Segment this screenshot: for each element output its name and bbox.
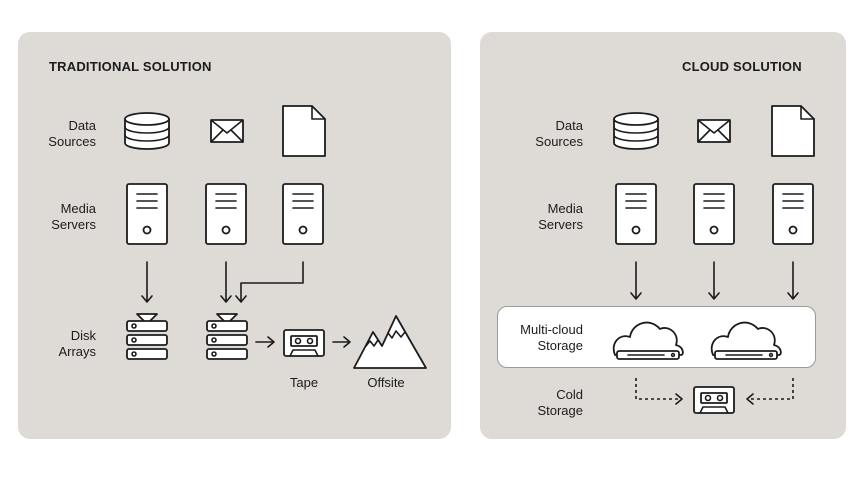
document-icon xyxy=(771,105,815,157)
tape-icon xyxy=(693,386,735,414)
server-icon xyxy=(693,183,735,245)
cloud-title: CLOUD SOLUTION xyxy=(682,59,802,74)
traditional-title: TRADITIONAL SOLUTION xyxy=(49,59,212,74)
arrow-right xyxy=(255,336,275,348)
disk-array-icon xyxy=(206,313,248,360)
server-icon xyxy=(772,183,814,245)
arrow-elbow xyxy=(235,261,304,303)
arrow-right xyxy=(332,336,351,348)
server-icon xyxy=(205,183,247,245)
envelope-icon xyxy=(697,119,731,143)
mountain-icon xyxy=(353,315,427,369)
server-icon xyxy=(126,183,168,245)
arrow-down xyxy=(220,261,232,303)
server-icon xyxy=(615,183,657,245)
tape-icon xyxy=(283,329,325,357)
dashed-arrow xyxy=(748,378,794,400)
arrow-down xyxy=(630,261,642,300)
cloud-storage-icon xyxy=(710,321,782,360)
arrow-down xyxy=(787,261,799,300)
database-icon xyxy=(124,112,170,150)
arrow-down xyxy=(141,261,153,303)
server-icon xyxy=(282,183,324,245)
cloud-storage-icon xyxy=(612,321,684,360)
offsite-label: Offsite xyxy=(367,375,405,390)
tape-label: Tape xyxy=(289,375,319,390)
dashed-arrow xyxy=(635,378,681,400)
arrow-down xyxy=(708,261,720,300)
envelope-icon xyxy=(210,119,244,143)
document-icon xyxy=(282,105,326,157)
database-icon xyxy=(613,112,659,150)
disk-array-icon xyxy=(126,313,168,360)
